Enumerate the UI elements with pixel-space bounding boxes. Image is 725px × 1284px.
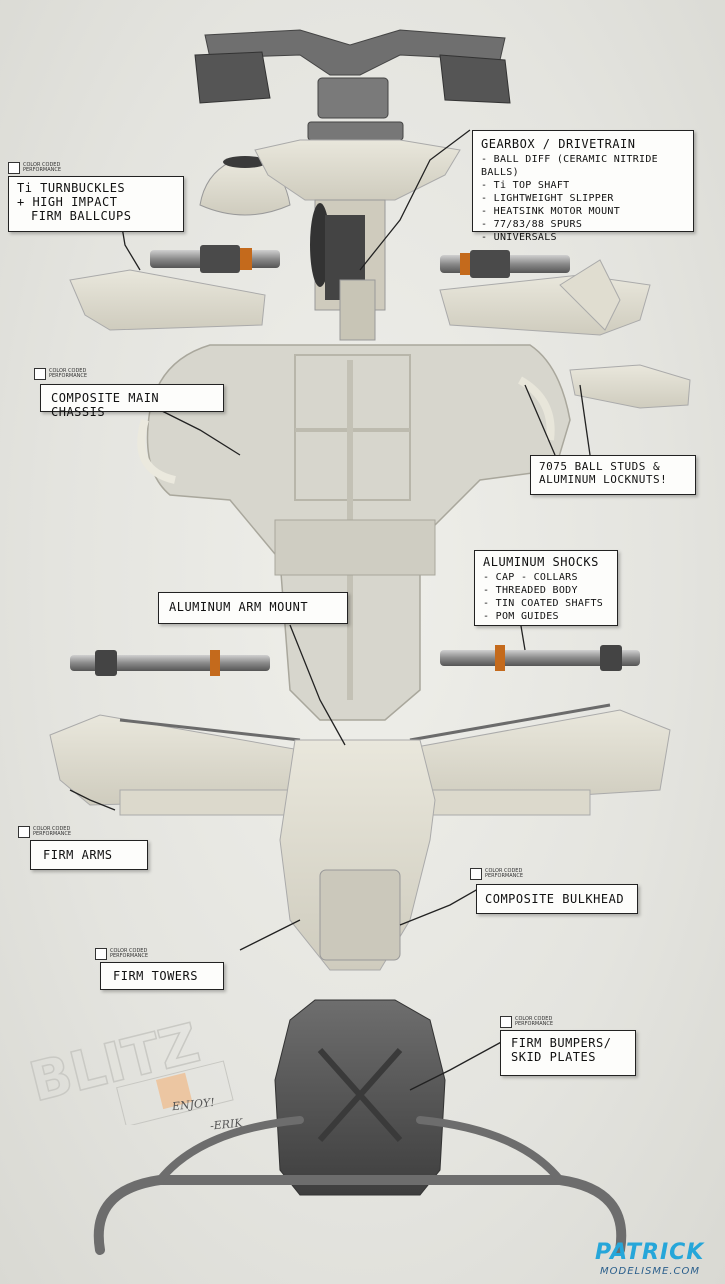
gearbox-item: BALL DIFF (CERAMIC NITRIDE BALLS) [481,153,685,179]
watermark-url: MODELISME.COM [600,1266,700,1277]
watermark-logo: PATRICK [595,1240,705,1265]
front-shock-right [440,645,640,671]
turnbuckles-line: Ti TURNBUCKLES [17,181,126,195]
callout-bumpers: FIRM BUMPERS/ SKID PLATES [500,1030,636,1076]
front-bumper [93,1116,627,1255]
ballstuds-line: 7075 BALL STUDS & [539,460,661,473]
front-shock-left [70,650,270,676]
callout-arms: FIRM ARMS [30,840,148,870]
callout-gearbox-title: GEARBOX / DRIVETRAIN [481,137,636,151]
shocks-item: POM GUIDES [483,610,609,623]
callout-gearbox: GEARBOX / DRIVETRAIN BALL DIFF (CERAMIC … [472,130,694,243]
callout-towers-title: FIRM TOWERS [113,969,198,983]
gearbox-item: HEATSINK MOTOR MOUNT [481,205,685,218]
callout-bulkhead-title: COMPOSITE BULKHEAD [485,892,625,906]
rear-shock-right [440,250,570,278]
shocks-item: CAP - COLLARS [483,571,609,584]
skid-plate [274,999,446,1196]
callout-armmount: ALUMINUM ARM MOUNT [158,592,348,624]
gearbox-item: LIGHTWEIGHT SLIPPER [481,192,685,205]
callout-armmount-title: ALUMINUM ARM MOUNT [169,600,309,614]
front-bulkhead [279,739,436,971]
bumpers-line: SKID PLATES [511,1050,596,1064]
gear-cover [199,156,291,216]
callout-arms-title: FIRM ARMS [43,848,113,862]
main-chassis [137,344,571,721]
ballstuds-line: ALUMINUM LOCKNUTS! [539,473,668,486]
gearbox [254,139,461,341]
gearbox-item: Ti TOP SHAFT [481,179,685,192]
shocks-item: TIN COATED SHAFTS [483,597,609,610]
turnbuckles-line: FIRM BALLCUPS [31,209,132,223]
gearbox-item: 77/83/88 SPURS [481,218,685,231]
rear-wing [194,29,511,141]
bumpers-line: FIRM BUMPERS/ [511,1036,612,1050]
callout-towers: FIRM TOWERS [100,962,224,990]
callout-chassis: COMPOSITE MAIN CHASSIS [40,384,224,419]
callout-ballstuds: 7075 BALL STUDS & ALUMINUM LOCKNUTS! [530,455,696,495]
gearbox-item: UNIVERSALS [481,231,685,244]
blitz-sketch-logo: BLITZ [23,1011,234,1125]
callout-shocks-title: ALUMINUM SHOCKS [483,555,599,569]
shocks-item: THREADED BODY [483,584,609,597]
callout-shocks: ALUMINUM SHOCKS CAP - COLLARS THREADED B… [474,550,618,626]
turnbuckles-line: + HIGH IMPACT [17,195,118,209]
callout-chassis-title: COMPOSITE MAIN CHASSIS [51,391,160,419]
rear-arms [69,259,651,336]
callout-turnbuckles: Ti TURNBUCKLES + HIGH IMPACT FIRM BALLCU… [8,176,184,232]
callout-bulkhead: COMPOSITE BULKHEAD [476,884,638,914]
rear-shock-left [150,245,280,273]
hub-carrier [569,364,691,409]
